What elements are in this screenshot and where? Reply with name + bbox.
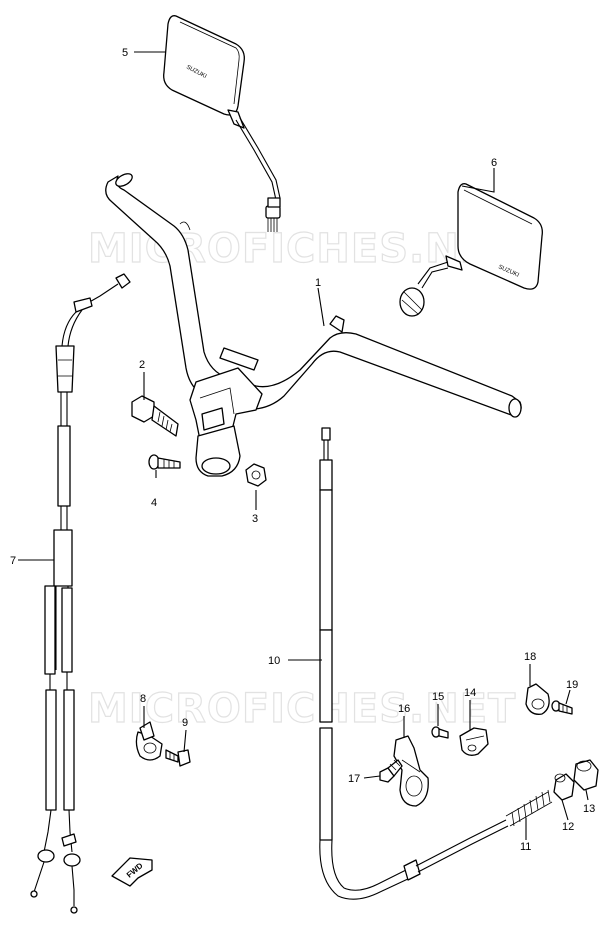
right-mirror: SUZUKI — [399, 183, 543, 317]
screw-15 — [431, 726, 449, 739]
callout-16: 16 — [398, 703, 410, 715]
bracket-16 — [393, 735, 429, 807]
handlebar — [105, 173, 522, 418]
clamp-8 — [135, 721, 163, 761]
adjuster-nut-13 — [573, 759, 599, 791]
left-mirror: SUZUKI — [163, 15, 281, 232]
callout-18: 18 — [524, 651, 536, 663]
nut-3 — [245, 463, 267, 487]
clutch-cable — [319, 427, 553, 900]
bracket-14 — [459, 727, 489, 756]
callout-19: 19 — [566, 679, 578, 691]
callout-labels: 5 6 1 2 4 3 7 8 9 10 11 12 13 14 15 16 1… — [10, 47, 595, 853]
screw-9 — [165, 749, 191, 767]
callout-9: 9 — [182, 717, 188, 729]
callout-13: 13 — [583, 803, 595, 815]
callout-6: 6 — [491, 157, 497, 169]
throttle-cable — [30, 273, 131, 914]
callout-17: 17 — [348, 773, 360, 785]
callout-2: 2 — [139, 359, 145, 371]
screw-17 — [379, 759, 403, 783]
callout-11: 11 — [520, 841, 531, 853]
callout-3: 3 — [252, 513, 258, 525]
leader-lines — [18, 51, 589, 840]
callout-12: 12 — [562, 821, 574, 833]
callout-15: 15 — [432, 691, 444, 703]
callout-1: 1 — [315, 277, 321, 289]
handlebar-clamp — [189, 367, 263, 477]
callout-7: 7 — [10, 555, 16, 567]
watermark-bottom: MICROFICHES.NET — [88, 686, 516, 732]
callout-5: 5 — [122, 47, 128, 59]
screw-19 — [551, 700, 573, 715]
callout-10: 10 — [268, 655, 280, 667]
collar-12 — [553, 773, 575, 801]
callout-8: 8 — [140, 693, 146, 705]
callout-14: 14 — [464, 687, 476, 699]
clamp-18 — [525, 683, 550, 715]
forward-direction-arrow: FWD — [111, 857, 153, 887]
screw-4 — [148, 454, 181, 470]
callout-4: 4 — [151, 497, 157, 509]
bolt-2 — [131, 395, 179, 437]
